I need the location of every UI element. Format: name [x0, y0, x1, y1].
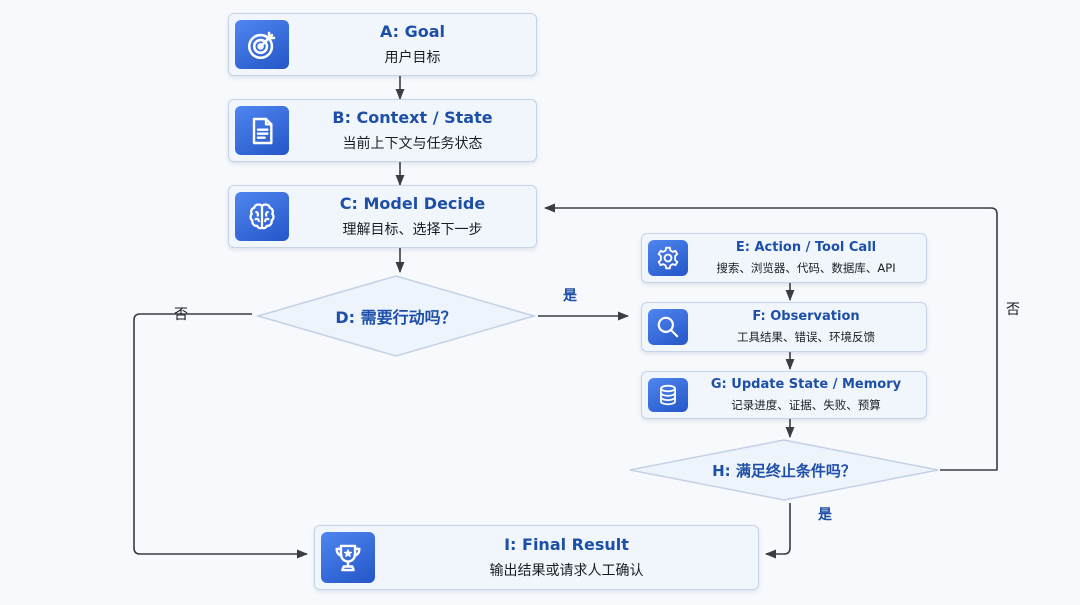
search-icon	[648, 309, 688, 345]
trophy-icon	[321, 532, 375, 583]
arrow-h-i-yes	[764, 503, 791, 559]
arrow-h-c-no	[543, 203, 998, 471]
database-icon	[648, 378, 688, 412]
node-f-title: F: Observation	[752, 309, 860, 324]
node-c-subtitle: 理解目标、选择下一步	[342, 222, 483, 238]
edge-label-d-no: 否	[174, 307, 188, 323]
node-f-observation: F: Observation 工具结果、错误、环境反馈	[641, 302, 927, 352]
node-e-title: E: Action / Tool Call	[735, 240, 877, 255]
gear-icon	[648, 240, 688, 276]
node-c-title: C: Model Decide	[339, 194, 486, 213]
decision-h-shape	[629, 439, 939, 501]
node-i-subtitle: 输出结果或请求人工确认	[489, 563, 644, 579]
target-icon	[235, 20, 289, 69]
edge-label-h-yes: 是	[818, 507, 832, 523]
node-i-final-result: I: Final Result 输出结果或请求人工确认	[314, 525, 759, 590]
arrow-d-i-no	[133, 313, 309, 559]
document-icon	[235, 106, 289, 155]
edge-label-d-yes: 是	[563, 288, 577, 304]
node-f-subtitle: 工具结果、错误、环境反馈	[737, 330, 875, 344]
node-e-action-tool-call: E: Action / Tool Call 搜索、浏览器、代码、数据库、API	[641, 233, 927, 283]
node-a-subtitle: 用户目标	[384, 50, 441, 66]
node-c-model-decide: C: Model Decide 理解目标、选择下一步	[228, 185, 537, 248]
node-g-update-state-memory: G: Update State / Memory 记录进度、证据、失败、预算	[641, 371, 927, 419]
node-i-title: I: Final Result	[504, 535, 629, 554]
decision-h-label: H: 满足终止条件吗？	[712, 461, 856, 480]
node-b-context-state: B: Context / State 当前上下文与任务状态	[228, 99, 537, 162]
decision-d-label: D: 需要行动吗？	[335, 308, 457, 327]
node-e-subtitle: 搜索、浏览器、代码、数据库、API	[716, 261, 896, 275]
node-g-title: G: Update State / Memory	[710, 377, 902, 392]
node-b-title: B: Context / State	[332, 108, 493, 127]
brain-icon	[235, 192, 289, 241]
node-g-subtitle: 记录进度、证据、失败、预算	[731, 398, 881, 412]
node-b-subtitle: 当前上下文与任务状态	[342, 136, 483, 152]
edge-label-h-no: 否	[1006, 302, 1020, 318]
node-a-title: A: Goal	[379, 22, 446, 41]
decision-d-shape	[255, 275, 537, 357]
node-a-goal: A: Goal 用户目标	[228, 13, 537, 76]
